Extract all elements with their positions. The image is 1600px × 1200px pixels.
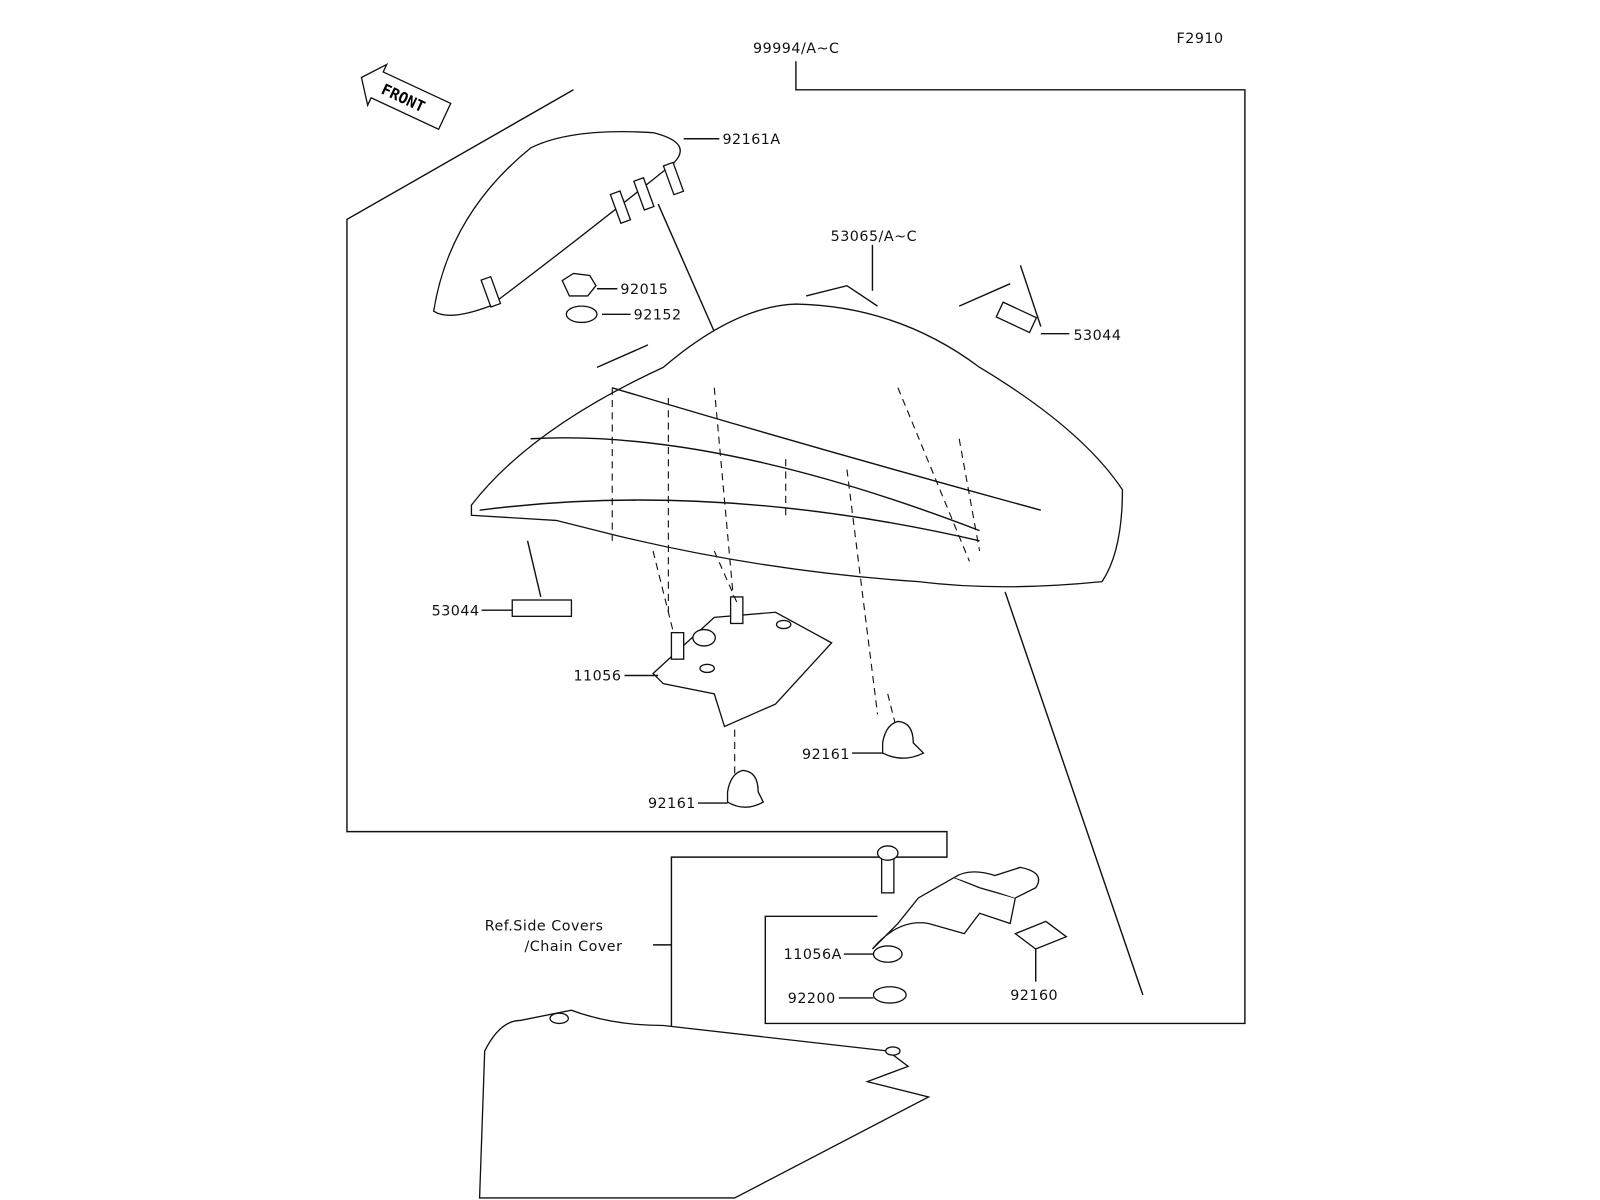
- label-ref-line1: Ref.Side Covers: [485, 919, 604, 935]
- side-cover: [478, 1009, 931, 1199]
- label-seat-cover: 53065/A~C: [831, 229, 917, 245]
- label-nut: 92015: [620, 282, 668, 298]
- kit-frame: [764, 61, 1246, 1025]
- label-pad: 92160: [1010, 988, 1058, 1004]
- label-clip-left: 53044: [432, 603, 480, 619]
- label-clip-right: 53044: [1073, 328, 1121, 344]
- washer: [872, 986, 907, 1004]
- label-damper-right: 92161: [802, 747, 850, 763]
- collar: [565, 305, 598, 324]
- label-ref-line2: /Chain Cover: [524, 939, 622, 955]
- seat-cover: [470, 303, 1124, 588]
- label-collar: 92152: [634, 307, 682, 323]
- pad-92160: [1013, 920, 1068, 950]
- clip-left: [511, 599, 573, 617]
- label-kit: 99994/A~C: [753, 41, 839, 57]
- front-arrow-icon: FRONT: [360, 63, 452, 131]
- label-bracket-a: 11056A: [784, 947, 842, 963]
- nut: [561, 272, 597, 297]
- label-washer: 92200: [788, 991, 836, 1007]
- bracket: [652, 611, 833, 728]
- label-damper-left: 92161: [648, 796, 696, 812]
- bracket-a: [871, 876, 1017, 950]
- clip-right: [995, 301, 1038, 334]
- label-bracket: 11056: [573, 669, 621, 685]
- damper-left: [726, 769, 765, 808]
- pad-studs: [480, 161, 685, 308]
- leader-lines: [481, 138, 1070, 999]
- damper-right: [881, 720, 925, 759]
- bolt: [880, 856, 895, 894]
- figure-code: F2910: [1177, 31, 1224, 47]
- label-seat-cover-pad: 92161A: [722, 132, 780, 148]
- kit-outline: [346, 89, 948, 1031]
